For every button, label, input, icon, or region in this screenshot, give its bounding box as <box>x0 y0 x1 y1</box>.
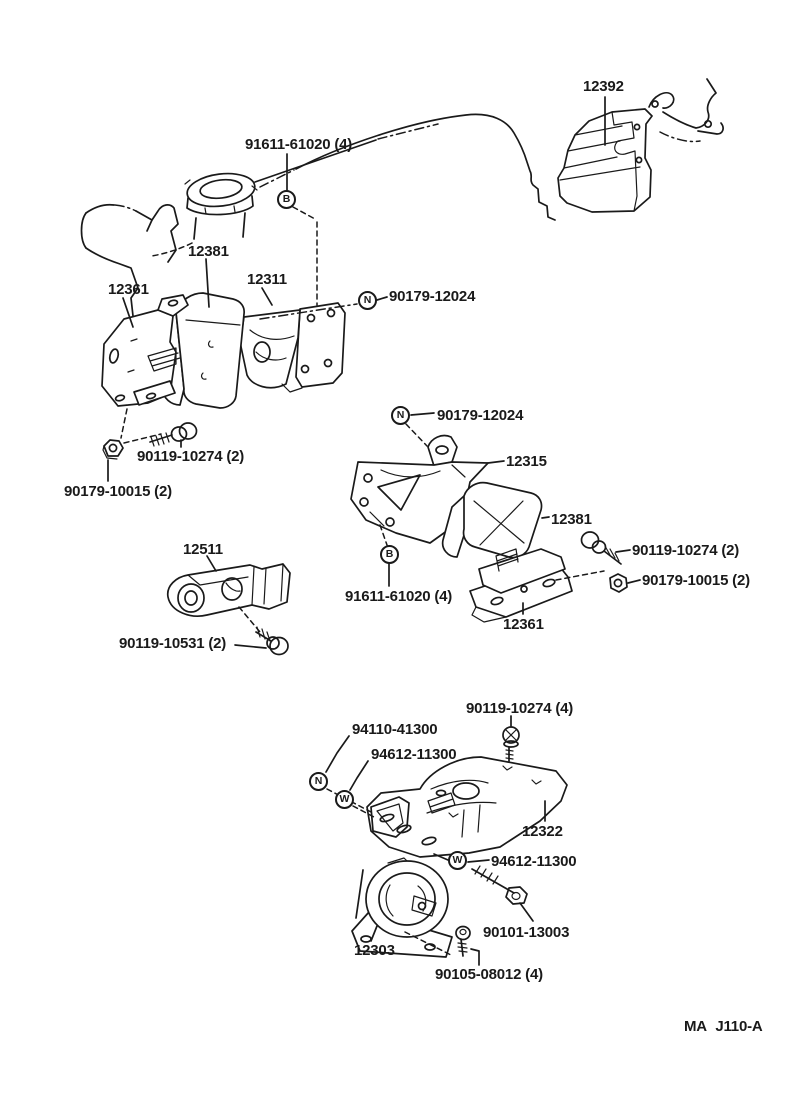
callout-91611-61020-mid: 91611-61020 (4) <box>345 588 453 605</box>
callout-12361-rear: 12361 <box>503 616 544 633</box>
callout-12381-rear: 12381 <box>551 511 592 528</box>
nut-90179-10015-rear-icon <box>609 573 628 593</box>
bolt-90119-10274-front-icon <box>149 422 198 447</box>
nut-90179-10015-front-icon <box>102 439 124 460</box>
callout-90179-12024-mid: 90179-12024 <box>437 407 524 424</box>
callout-90119-10274-front: 90119-10274 (2) <box>137 448 245 465</box>
callout-94612-11300-lower: 94612-11300 <box>491 853 577 870</box>
marker-B-mid-icon: B <box>380 545 399 564</box>
marker-W-upper-icon: W <box>335 790 354 809</box>
callout-90105-08012: 90105-08012 (4) <box>435 966 543 983</box>
callout-90119-10531: 90119-10531 (2) <box>119 635 227 652</box>
bolt-90119-10274-rear-icon <box>580 531 622 565</box>
callout-12322: 12322 <box>522 823 563 840</box>
leader-lines <box>107 96 641 966</box>
engine-outline-sketch <box>80 113 556 332</box>
callout-90179-10015-front: 90179-10015 (2) <box>64 483 172 500</box>
marker-W-lower-icon: W <box>448 851 467 870</box>
part-drawing-12392 <box>557 78 724 213</box>
callout-90119-10274-member: 90119-10274 (4) <box>466 700 574 717</box>
part-drawing-12381-rear <box>441 481 543 559</box>
part-drawing-12311 <box>239 302 346 393</box>
marker-B-top-icon: B <box>277 190 296 209</box>
bolt-90119-10274-member-icon <box>502 726 520 762</box>
oil-filler-cap-sketch <box>151 172 258 257</box>
bolt-90101-13003-icon <box>471 865 528 905</box>
callout-12315: 12315 <box>506 453 547 470</box>
callout-12311: 12311 <box>247 271 287 288</box>
callout-12303: 12303 <box>354 942 395 959</box>
bolt-90105-08012-icon <box>455 925 471 957</box>
marker-N-mid-icon: N <box>391 406 410 425</box>
part-drawing-12303 <box>351 857 453 958</box>
callout-90119-10274-rear: 90119-10274 (2) <box>632 542 740 559</box>
callout-12361-front: 12361 <box>108 281 149 298</box>
marker-N-top-icon: N <box>358 291 377 310</box>
callout-94612-11300-upper: 94612-11300 <box>371 746 457 763</box>
callout-90179-12024-top: 90179-12024 <box>389 288 476 305</box>
callout-94110-41300: 94110-41300 <box>352 721 438 738</box>
drawing-code: MA J110-A <box>684 1018 763 1035</box>
marker-N-bottom-icon: N <box>309 772 328 791</box>
callout-91611-61020-top: 91611-61020 (4) <box>245 136 353 153</box>
callout-90101-13003: 90101-13003 <box>483 924 570 941</box>
part-drawing-12361-rear <box>469 548 573 623</box>
part-drawing-12511 <box>166 563 291 617</box>
bolt-90119-10531-icon <box>255 626 289 656</box>
part-drawing-12361-front <box>101 294 189 407</box>
callout-12381-front: 12381 <box>188 243 229 260</box>
part-drawing-12322 <box>366 756 568 858</box>
callout-12511: 12511 <box>183 541 223 558</box>
callout-90179-10015-rear: 90179-10015 (2) <box>642 572 750 589</box>
callout-12392: 12392 <box>583 78 624 95</box>
dashed-leader-lines <box>120 206 605 957</box>
